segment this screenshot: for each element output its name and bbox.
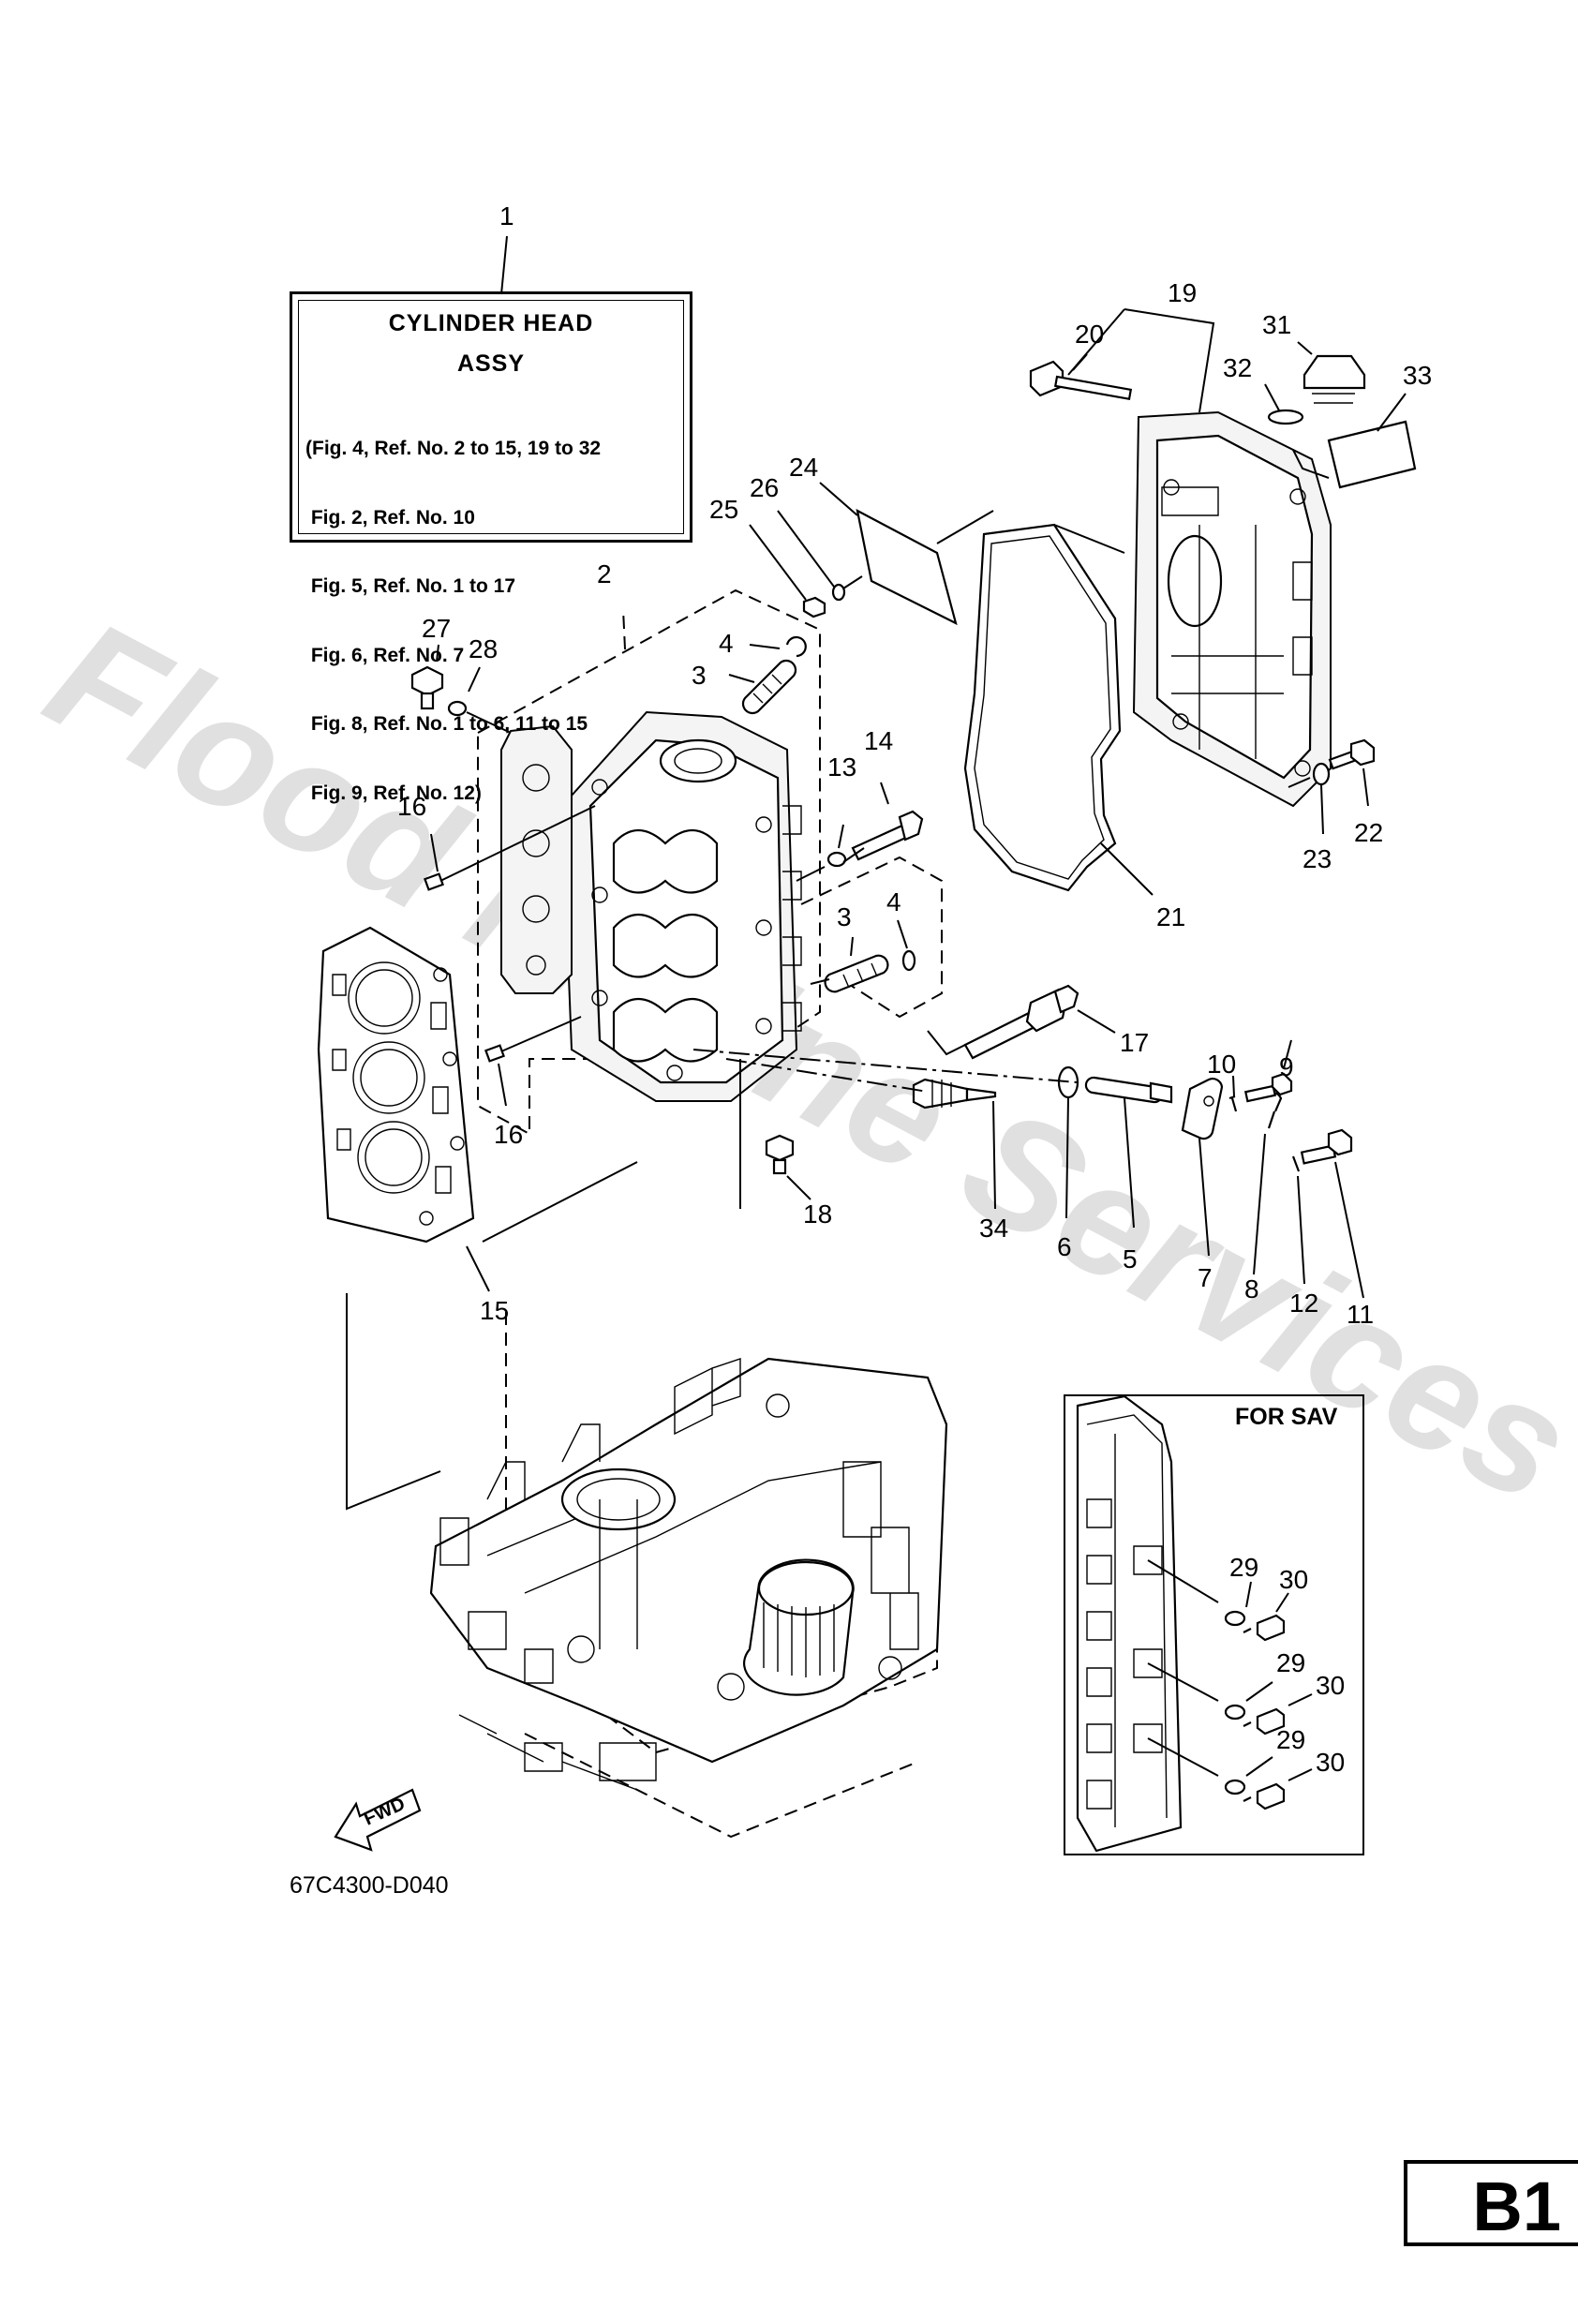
washer bbox=[1291, 1155, 1301, 1172]
bolt bbox=[851, 810, 924, 861]
assembly-info-box: CYLINDER HEAD ASSY (Fig. 4, Ref. No. 2 t… bbox=[290, 291, 692, 804]
callout-30: 30 bbox=[1279, 1565, 1308, 1594]
callout-12: 12 bbox=[1289, 1289, 1318, 1318]
callout-16: 16 bbox=[494, 1120, 523, 1149]
washer bbox=[826, 851, 847, 868]
bracket bbox=[1181, 1078, 1224, 1140]
bolt bbox=[410, 665, 444, 710]
bolt bbox=[963, 984, 1079, 1060]
cover-gasket bbox=[963, 523, 1122, 892]
washer bbox=[447, 700, 468, 717]
callout-33: 33 bbox=[1403, 361, 1432, 390]
callout-29: 29 bbox=[1229, 1553, 1258, 1582]
callout-31: 31 bbox=[1262, 310, 1291, 339]
callout-16: 16 bbox=[397, 792, 426, 821]
cylinder-block bbox=[429, 1312, 948, 1839]
callout-8: 8 bbox=[1244, 1274, 1259, 1304]
assembly-reference-line: Fig. 6, Ref. No. 7 bbox=[305, 644, 465, 666]
callout-25: 25 bbox=[709, 495, 738, 524]
clip bbox=[785, 635, 807, 658]
dowel-pin bbox=[424, 872, 444, 891]
callout-29: 29 bbox=[1276, 1725, 1305, 1754]
bolt bbox=[802, 596, 826, 618]
assembly-reference-line: Fig. 9, Ref. No. 12) bbox=[305, 782, 482, 804]
spark-plug bbox=[912, 1078, 997, 1110]
callout-4: 4 bbox=[719, 629, 734, 658]
callout-19: 19 bbox=[1168, 278, 1197, 307]
assembly-reference-line: (Fig. 4, Ref. No. 2 to 15, 19 to 32 bbox=[305, 438, 602, 459]
oil-filler-cap bbox=[1303, 354, 1366, 404]
callout-3: 3 bbox=[692, 661, 707, 690]
callout-15: 15 bbox=[480, 1296, 509, 1325]
callout-27: 27 bbox=[422, 614, 451, 643]
callout-17: 17 bbox=[1120, 1028, 1149, 1057]
washer bbox=[831, 583, 846, 602]
tube bbox=[824, 954, 889, 993]
bolt bbox=[765, 1134, 795, 1175]
callout-5: 5 bbox=[1123, 1244, 1138, 1274]
callout-10: 10 bbox=[1207, 1050, 1236, 1079]
bolt bbox=[1328, 738, 1376, 770]
oil-filter bbox=[743, 1558, 855, 1696]
dowel-pin bbox=[484, 1044, 505, 1063]
callout-29: 29 bbox=[1276, 1648, 1305, 1677]
cylinder-head bbox=[560, 710, 802, 1102]
callout-4: 4 bbox=[886, 887, 901, 916]
callout-2: 2 bbox=[597, 559, 612, 588]
head-gasket bbox=[317, 926, 475, 1244]
callout-34: 34 bbox=[979, 1214, 1008, 1243]
assembly-reference-line: Fig. 5, Ref. No. 1 to 17 bbox=[305, 575, 516, 597]
sav-inset-frame bbox=[1064, 1394, 1364, 1855]
o-ring bbox=[1267, 409, 1304, 425]
page-code-box: B1 bbox=[1404, 2160, 1578, 2246]
callout-24: 24 bbox=[789, 453, 818, 482]
cylinder-head-cover bbox=[1132, 410, 1332, 808]
callout-21: 21 bbox=[1156, 902, 1185, 931]
callout-26: 26 bbox=[750, 473, 779, 502]
assembly-info-inner-frame bbox=[298, 300, 684, 534]
fwd-arrow: FWD bbox=[334, 1788, 422, 1852]
bolt bbox=[1029, 360, 1133, 401]
callout-20: 20 bbox=[1075, 320, 1104, 349]
exhaust-gasket bbox=[500, 724, 573, 994]
callout-13: 13 bbox=[827, 752, 856, 782]
assembly-reference-line: Fig. 2, Ref. No. 10 bbox=[305, 506, 475, 529]
washer bbox=[1312, 762, 1331, 786]
callout-22: 22 bbox=[1354, 818, 1383, 847]
assembly-title-line2: ASSY bbox=[456, 350, 526, 377]
label-plate bbox=[1327, 420, 1417, 489]
callout-numbers: 1 2 3 4 3 4 5 6 7 8 9 10 11 12 13 14 15 … bbox=[397, 201, 1432, 1777]
bolt bbox=[1300, 1128, 1353, 1165]
sleeve bbox=[1084, 1076, 1173, 1104]
pin bbox=[1266, 1092, 1283, 1129]
tube bbox=[741, 659, 797, 715]
assembly-reference-list: (Fig. 4, Ref. No. 2 to 15, 19 to 32 Fig.… bbox=[305, 392, 601, 851]
callout-7: 7 bbox=[1198, 1263, 1213, 1292]
callout-28: 28 bbox=[469, 634, 498, 663]
bolt bbox=[1243, 1072, 1293, 1103]
clip bbox=[901, 949, 916, 972]
callout-1: 1 bbox=[499, 201, 514, 231]
callout-3: 3 bbox=[837, 902, 852, 931]
callout-30: 30 bbox=[1316, 1671, 1345, 1700]
callout-9: 9 bbox=[1279, 1052, 1294, 1081]
callout-6: 6 bbox=[1057, 1232, 1072, 1261]
cylinder-head-group bbox=[477, 588, 821, 1136]
callout-11: 11 bbox=[1347, 1300, 1374, 1329]
assembly-reference-line: Fig. 8, Ref. No. 1 to 6, 11 to 15 bbox=[305, 713, 588, 735]
sav-inset bbox=[1076, 1394, 1313, 1853]
callout-32: 32 bbox=[1223, 353, 1252, 382]
callout-18: 18 bbox=[803, 1199, 832, 1229]
callout-23: 23 bbox=[1303, 844, 1332, 873]
page-code: B1 bbox=[1472, 2168, 1561, 2245]
clip bbox=[1228, 1095, 1238, 1112]
sav-label: FOR SAV bbox=[1235, 1404, 1338, 1430]
assembly-title-line1: CYLINDER HEAD bbox=[388, 310, 594, 336]
callout-30: 30 bbox=[1316, 1748, 1345, 1777]
cover-plate bbox=[856, 508, 958, 626]
drawing-code: 67C4300-D040 bbox=[290, 1872, 449, 1899]
callout-14: 14 bbox=[864, 726, 893, 755]
